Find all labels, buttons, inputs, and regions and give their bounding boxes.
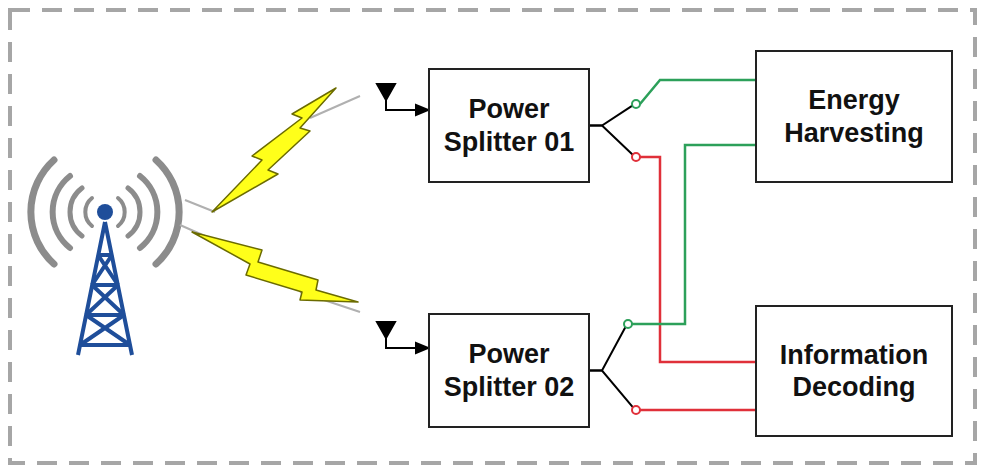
connector [590, 80, 755, 126]
signal-rays [180, 96, 360, 312]
antenna-1 [377, 84, 428, 115]
lightning-bolts [192, 88, 358, 302]
switch-arm [590, 371, 633, 408]
box-label: Power Splitter 02 [440, 338, 578, 403]
box-label: Power Splitter 01 [440, 93, 578, 158]
connector [590, 145, 755, 371]
signal-wire [640, 157, 755, 362]
switch-contact [632, 153, 640, 161]
connector [590, 371, 755, 415]
process-box: Information Decoding [755, 305, 953, 437]
signal-wire [640, 80, 755, 104]
tower-symbol [78, 204, 132, 355]
signal-wire [632, 145, 755, 324]
box-label: Energy Harvesting [767, 84, 941, 149]
switch-contact [632, 100, 640, 108]
process-box: Energy Harvesting [755, 50, 953, 183]
radio-waves [31, 160, 179, 264]
switch-contact [632, 406, 640, 414]
connector [590, 126, 755, 363]
switch-contact [624, 320, 632, 328]
process-box: Power Splitter 01 [428, 68, 590, 183]
signal-wire [640, 409, 755, 412]
box-label: Information Decoding [767, 339, 941, 404]
switch-arm [590, 327, 625, 370]
switch-arm [590, 126, 633, 155]
antenna-2 [377, 322, 428, 353]
process-box: Power Splitter 02 [428, 313, 590, 428]
switch-arm [590, 106, 632, 126]
dashed-frame [10, 10, 975, 463]
